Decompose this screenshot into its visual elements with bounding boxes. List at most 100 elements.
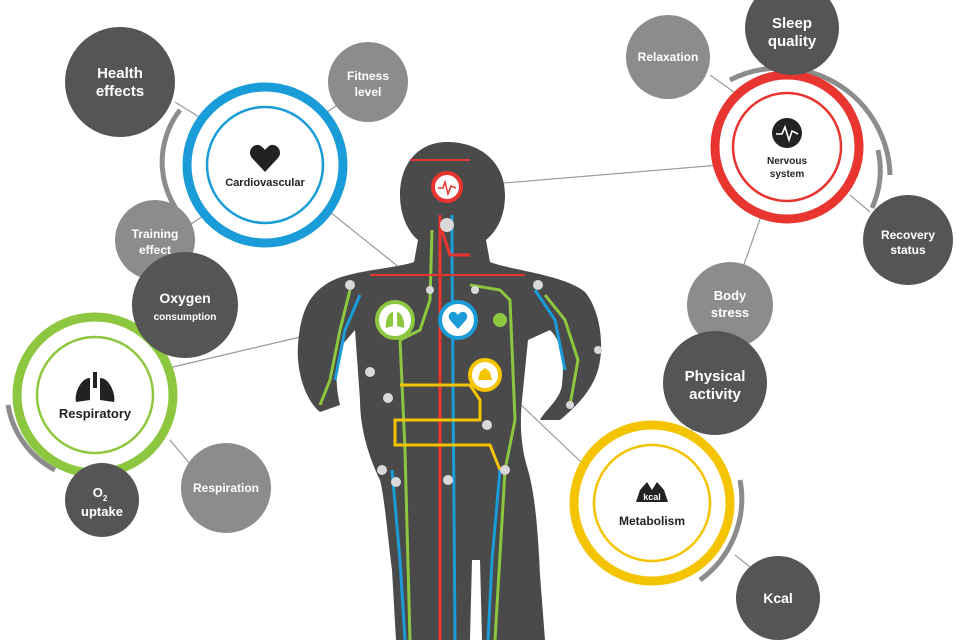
physical-activity-bubble: Physical activity bbox=[663, 331, 767, 435]
nervous-arc-2 bbox=[869, 149, 883, 210]
body-node bbox=[345, 280, 355, 290]
connector-nervous-brain bbox=[479, 164, 721, 186]
vein-arm-left bbox=[333, 294, 362, 381]
body-stress-circle bbox=[687, 262, 773, 348]
vein-arm-right bbox=[533, 289, 567, 371]
respiratory-line-arm bbox=[318, 289, 352, 406]
sleep-quality-label-1: Sleep bbox=[772, 15, 812, 32]
sleep-quality-label-2: quality bbox=[768, 33, 817, 50]
kcal-label: Kcal bbox=[763, 590, 793, 606]
body-node bbox=[383, 393, 393, 403]
relaxation-label: Relaxation bbox=[638, 50, 699, 64]
body-silhouette bbox=[297, 142, 602, 640]
trachea-icon bbox=[93, 372, 97, 388]
nervous-hub: Nervous system bbox=[710, 65, 893, 224]
respiratory-inner-ring bbox=[35, 335, 155, 455]
body-node bbox=[594, 346, 602, 354]
body-nodes bbox=[345, 218, 602, 487]
body-node bbox=[365, 367, 375, 377]
respiration-circle bbox=[181, 443, 271, 533]
green-node bbox=[493, 313, 507, 327]
metabolism-arc bbox=[698, 479, 745, 583]
sleep-quality-bubble: Sleep quality bbox=[745, 0, 839, 75]
body-node bbox=[377, 465, 387, 475]
o2-subscript: 2 bbox=[103, 494, 108, 503]
lungs-icon bbox=[385, 312, 405, 328]
sleep-quality-circle bbox=[745, 0, 839, 75]
pulse-icon bbox=[438, 179, 457, 197]
flame-icon bbox=[478, 368, 492, 380]
heart-icon bbox=[448, 311, 468, 329]
body-node bbox=[391, 477, 401, 487]
health-effects-label-1: Health bbox=[97, 65, 143, 82]
o2-letter: O bbox=[93, 485, 103, 500]
health-effects-circle bbox=[65, 27, 175, 137]
oxygen-consumption-circle bbox=[132, 252, 238, 358]
training-effect-label-1: Training bbox=[132, 227, 179, 241]
health-effects-bubble: Health effects bbox=[65, 27, 175, 137]
respiratory-hub: Respiratory bbox=[5, 312, 178, 478]
respiratory-line-arm-right bbox=[543, 294, 580, 406]
cardiovascular-hub: Cardiovascular bbox=[159, 82, 348, 248]
kcal-icon-text: kcal bbox=[643, 492, 661, 502]
body-stress-bubble: Body stress bbox=[687, 262, 773, 348]
artery-branch bbox=[438, 224, 470, 257]
body-node bbox=[566, 401, 574, 409]
pulse-hub-icon bbox=[776, 124, 799, 143]
fitness-level-label-2: level bbox=[355, 85, 382, 99]
metabolism-inner-ring bbox=[592, 443, 712, 563]
physical-activity-label-2: activity bbox=[689, 386, 741, 403]
training-effect-label-2: effect bbox=[139, 243, 171, 257]
metabolism-hub: kcal Metabolism bbox=[569, 420, 745, 586]
respiration-bubble: Respiration bbox=[181, 443, 271, 533]
body-stress-label-1: Body bbox=[714, 288, 747, 303]
respiratory-line-right bbox=[469, 283, 517, 640]
o2-uptake-label-1: O2 bbox=[93, 485, 108, 503]
physical-activity-label-1: Physical bbox=[685, 368, 746, 385]
organ-icons bbox=[375, 171, 507, 392]
body-node bbox=[426, 286, 434, 294]
oxygen-consumption-bubble: Oxygen consumption bbox=[132, 252, 238, 358]
fitness-level-circle bbox=[328, 42, 408, 122]
recovery-status-bubble: Recovery status bbox=[863, 195, 953, 285]
lungs-node bbox=[375, 300, 415, 340]
body-node bbox=[471, 286, 479, 294]
body-stress-label-2: stress bbox=[711, 305, 749, 320]
lungs-hub-icon bbox=[75, 378, 115, 402]
respiration-label: Respiration bbox=[193, 481, 259, 495]
vein-leg-right bbox=[486, 469, 502, 640]
oxygen-consumption-label-1: Oxygen bbox=[159, 290, 210, 306]
body-node bbox=[440, 218, 454, 232]
body-node bbox=[482, 420, 492, 430]
body-node bbox=[443, 475, 453, 485]
recovery-status-label-1: Recovery bbox=[881, 228, 935, 242]
nervous-label-2: system bbox=[770, 169, 805, 180]
nervous-arc bbox=[728, 65, 893, 176]
respiratory-arc bbox=[5, 404, 57, 473]
metabolism-lines bbox=[393, 383, 502, 471]
o2-uptake-circle bbox=[65, 463, 139, 537]
cardio-label: Cardiovascular bbox=[225, 177, 305, 189]
heart-hub-icon bbox=[249, 144, 281, 172]
o2-uptake-bubble: O2 uptake bbox=[65, 463, 139, 537]
physical-activity-circle bbox=[663, 331, 767, 435]
recovery-status-label-2: status bbox=[890, 243, 926, 257]
health-effects-label-2: effects bbox=[96, 83, 144, 100]
flame-hub-icon bbox=[636, 482, 668, 502]
relaxation-circle bbox=[626, 15, 710, 99]
fitness-level-bubble: Fitness level bbox=[328, 42, 408, 122]
respiratory-label: Respiratory bbox=[59, 406, 132, 421]
vein-leg-left bbox=[390, 469, 407, 640]
kcal-bubble: Kcal bbox=[736, 556, 820, 640]
o2-uptake-label-2: uptake bbox=[81, 504, 123, 519]
body-node bbox=[500, 465, 510, 475]
fitness-level-label-1: Fitness bbox=[347, 69, 389, 83]
recovery-status-circle bbox=[863, 195, 953, 285]
kcal-circle bbox=[736, 556, 820, 640]
body-node bbox=[533, 280, 543, 290]
body-shape bbox=[297, 142, 602, 640]
metabolism-label: Metabolism bbox=[619, 514, 685, 528]
nervous-label-1: Nervous bbox=[767, 156, 807, 167]
